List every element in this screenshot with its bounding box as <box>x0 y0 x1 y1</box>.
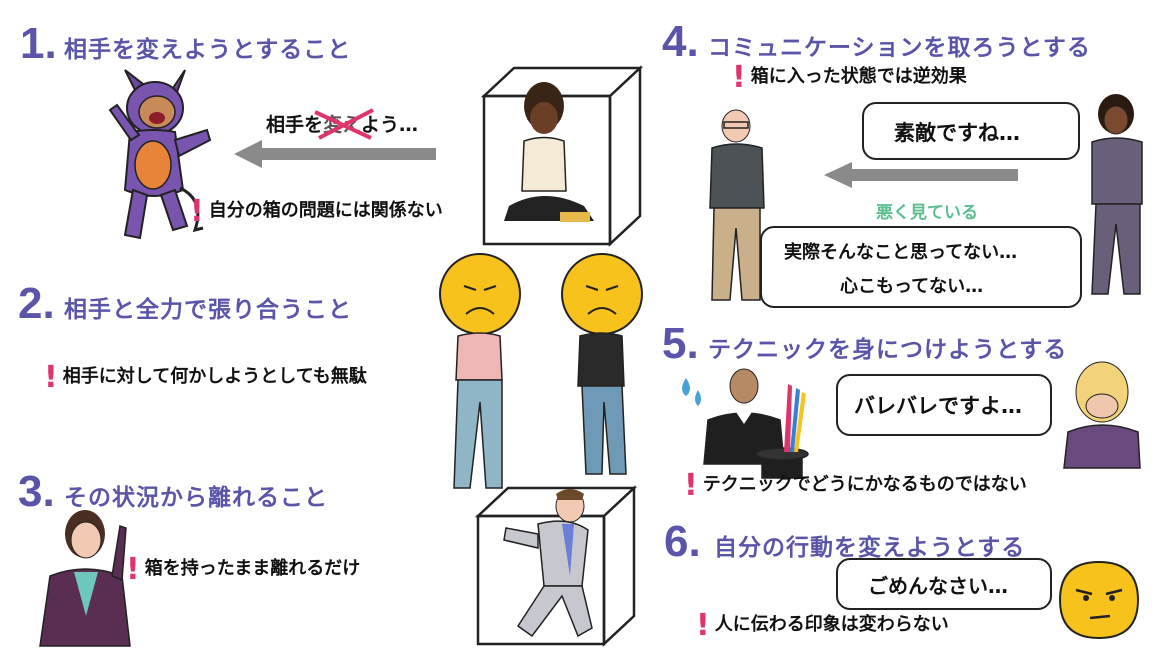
bubble-obvious: バレバレですよ… <box>836 374 1052 436</box>
devil-character-icon <box>108 69 212 240</box>
section-5-heading: テクニックを身につけようとする <box>708 337 1068 363</box>
exclamation-icon: ! <box>190 194 204 229</box>
woman-thinking-icon <box>39 510 131 647</box>
section-2: 2. 相手と全力で張り合うこと ! 相手に対して何かしようとしても無駄 <box>0 270 660 490</box>
section-3: 3. その状況から離れること ! 箱を持ったまま離れるだけ <box>0 460 460 649</box>
section-1: 1. 相手を変えようとすること 相手を変えよう… ! 自分の箱の問題には関係ない <box>0 0 644 260</box>
exclamation-icon: ! <box>44 360 58 395</box>
magician-icon <box>703 368 809 479</box>
section-5-note: ! テクニックでどうにかなるものではない <box>684 468 1027 503</box>
section-3-number: 3. <box>18 467 55 516</box>
exclamation-icon: ! <box>696 608 710 643</box>
woman-in-box-icon <box>480 65 644 247</box>
annoyed-face-icon <box>1058 560 1140 640</box>
speech-struck: 変え <box>314 108 374 140</box>
man-standing-icon <box>709 109 765 301</box>
woman-covering-face-icon <box>1063 361 1141 469</box>
section-6-number: 6. <box>664 517 701 566</box>
speech-prefix: 相手を <box>266 114 324 136</box>
bubble-apology: ごめんなさい… <box>836 558 1052 610</box>
exclamation-icon: ! <box>684 468 698 503</box>
section-1-number: 1. <box>20 19 57 68</box>
section-1-note: ! 自分の箱の問題には関係ない <box>190 194 443 229</box>
section-6-note: ! 人に伝わる印象は変わらない <box>696 608 949 643</box>
section-5: 5. テクニックを身につけようとする バレバレですよ… ! テクニックでどうにか… <box>650 312 1164 512</box>
exclamation-icon: ! <box>732 60 746 95</box>
red-cross-icon <box>314 108 374 140</box>
man-in-box-icon <box>474 485 638 647</box>
section-3-heading: その状況から離れること <box>64 485 328 511</box>
section-5-number: 5. <box>662 319 699 368</box>
sweat-drops-icon <box>682 378 701 406</box>
section-2-heading: 相手と全力で張り合うこと <box>64 297 352 323</box>
section-2-number: 2. <box>18 279 55 328</box>
section-6: 6. 自分の行動を変えようとする ごめんなさい… ! 人に伝わる印象は変わらない <box>650 510 1164 649</box>
section-4-note: ! 箱に入った状態では逆効果 <box>732 60 967 95</box>
angry-face-icon <box>439 253 643 489</box>
section-4-heading: コミュニケーションを取ろうとする <box>708 35 1091 61</box>
arrow-left-icon <box>824 162 1018 188</box>
section-2-note: ! 相手に対して何かしようとしても無駄 <box>44 360 367 395</box>
section-4-number: 4. <box>662 17 699 66</box>
section-6-heading: 自分の行動を変えようとする <box>714 535 1026 561</box>
section-1-heading: 相手を変えようとすること <box>64 37 352 63</box>
bubble-true-thoughts: 実際そんなこと思ってない… 心こもってない… <box>760 226 1082 308</box>
exclamation-icon: ! <box>126 552 140 587</box>
arrow-left-icon <box>234 140 436 168</box>
woman-worried-icon <box>1091 94 1143 295</box>
label-seeing-badly: 悪く見ている <box>876 203 978 223</box>
section-1-speech: 相手を変えよう… <box>266 108 418 140</box>
section-4: 4. コミュニケーションを取ろうとする ! 箱に入った状態では逆効果 素敵ですね… <box>650 0 1164 320</box>
bubble-compliment: 素敵ですね… <box>862 102 1080 160</box>
section-3-note: ! 箱を持ったまま離れるだけ <box>126 552 361 587</box>
